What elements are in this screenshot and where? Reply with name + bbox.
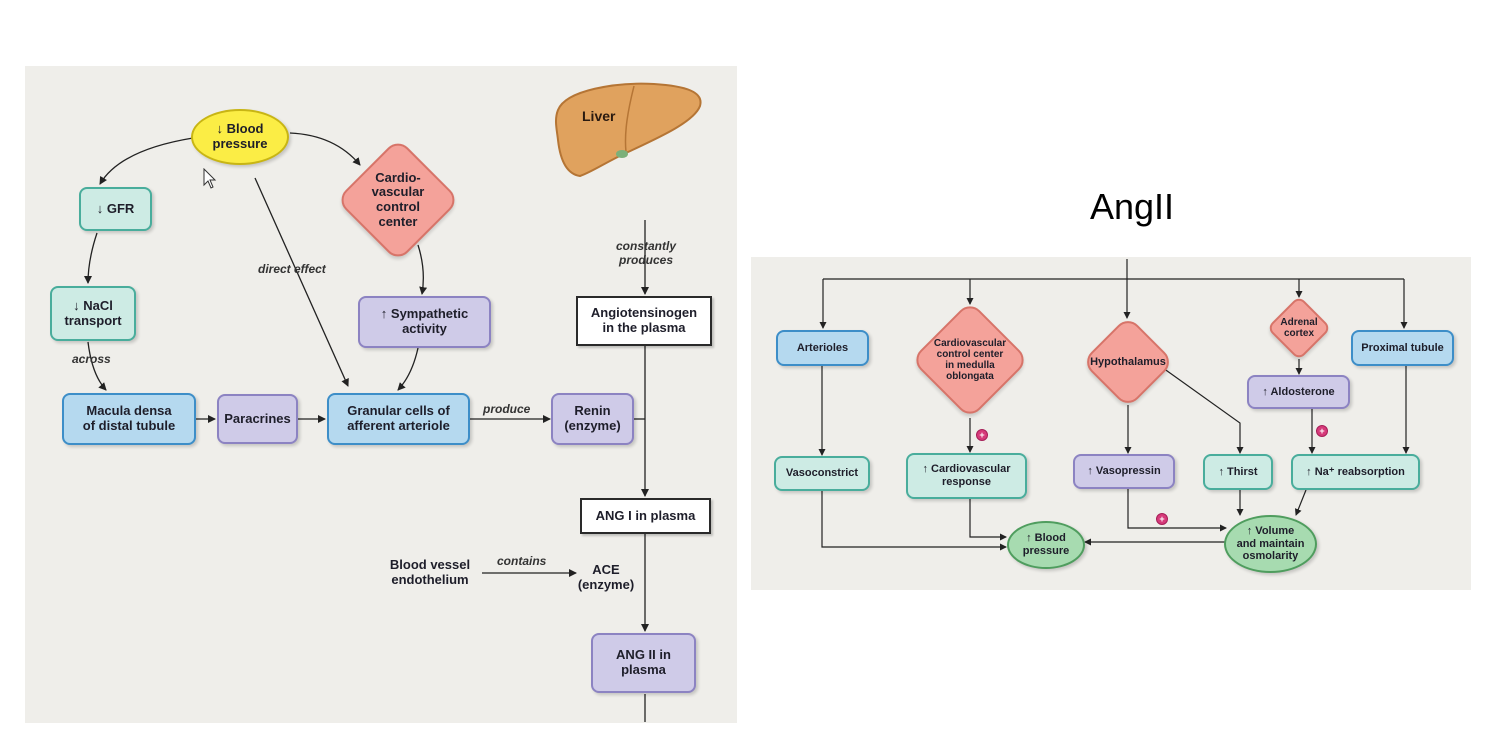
- edge-hypo-to-thirst: [1162, 367, 1244, 454]
- node-sympathetic-activity: ↑ Sympathetic activity: [358, 296, 491, 348]
- plus-marker-vasopressin: +: [1156, 513, 1168, 525]
- node-macula-densa: Macula densa of distal tubule: [62, 393, 196, 445]
- node-gfr-decrease: ↓ GFR: [79, 187, 152, 231]
- edge-nacl-to-macula: [87, 341, 107, 391]
- node-proximal-tubule: Proximal tubule: [1351, 330, 1454, 366]
- node-ang2-plasma: ANG II in plasma: [591, 633, 696, 693]
- node-angiotensinogen: Angiotensinogen in the plasma: [576, 296, 712, 346]
- edge-cardio-to-sympathetic: [417, 244, 428, 295]
- node-ace-enzyme: ACE (enzyme): [577, 562, 635, 592]
- node-granular-cells: Granular cells of afferent arteriole: [327, 393, 470, 445]
- cardio-center-label: Cardio- vascular control center: [371, 169, 425, 229]
- edge-vasoconstrict-to-bp: [821, 491, 1007, 551]
- node-volume-osmolarity: ↑ Volume and maintain osmolarity: [1224, 515, 1317, 573]
- node-cardiovascular-control-center: Cardio- vascular control center: [335, 137, 461, 263]
- node-blood-pressure-decrease: ↓ Blood pressure: [191, 109, 289, 165]
- page-title: AngII: [1090, 186, 1175, 227]
- edge-na-to-volume: [1294, 489, 1307, 516]
- node-blood-vessel-endothelium: Blood vessel endothelium: [389, 557, 471, 587]
- node-arterioles: Arterioles: [776, 330, 869, 366]
- label-direct-effect: direct effect: [258, 262, 326, 276]
- edge-vasopressin-to-volume: [1127, 489, 1227, 532]
- node-renin: Renin (enzyme): [551, 393, 634, 445]
- edge-bp-direct-effect: [254, 177, 349, 387]
- node-blood-pressure-increase: ↑ Blood pressure: [1007, 521, 1085, 569]
- edge-bp-to-gfr: [99, 137, 194, 185]
- edge-gfr-to-nacl: [84, 232, 98, 284]
- adrenal-cortex-label: Adrenal cortex: [1280, 316, 1318, 339]
- label-produce: produce: [483, 402, 531, 416]
- hypothalamus-label: Hypothalamus: [1090, 355, 1166, 368]
- node-vasopressin: ↑ Vasopressin: [1073, 454, 1175, 489]
- node-adrenal-cortex: Adrenal cortex: [1265, 295, 1333, 361]
- node-na-reabsorption: ↑ Na⁺ reabsorption: [1291, 454, 1420, 490]
- liver-label: Liver: [582, 108, 616, 124]
- node-paracrines: Paracrines: [217, 394, 298, 444]
- mouse-pointer-icon: [203, 167, 217, 195]
- node-nacl-transport: ↓ NaCl transport: [50, 286, 136, 341]
- node-cardio-control-medulla: Cardiovascular control center in medulla…: [906, 300, 1034, 420]
- node-ang1-plasma: ANG I in plasma: [580, 498, 711, 534]
- plus-marker-aldosterone: +: [1316, 425, 1328, 437]
- angii-effects-diagram: [751, 257, 1471, 590]
- cardio-medulla-label: Cardiovascular control center in medulla…: [933, 337, 1007, 383]
- node-vasoconstrict: Vasoconstrict: [774, 456, 870, 491]
- label-constantly-produces: constantly produces: [616, 239, 677, 267]
- node-hypothalamus: Hypothalamus: [1078, 315, 1178, 409]
- label-contains: contains: [497, 554, 547, 568]
- edge-response-to-bp: [969, 499, 1007, 541]
- node-aldosterone: ↑ Aldosterone: [1247, 375, 1350, 409]
- label-across: across: [72, 352, 111, 366]
- plus-marker-cardio: +: [976, 429, 988, 441]
- liver-icon: [536, 80, 706, 180]
- edge-bp-to-cardio: [289, 132, 361, 166]
- edge-sympathetic-to-granular: [397, 347, 419, 391]
- node-cardiovascular-response: ↑ Cardiovascular response: [906, 453, 1027, 499]
- node-thirst: ↑ Thirst: [1203, 454, 1273, 490]
